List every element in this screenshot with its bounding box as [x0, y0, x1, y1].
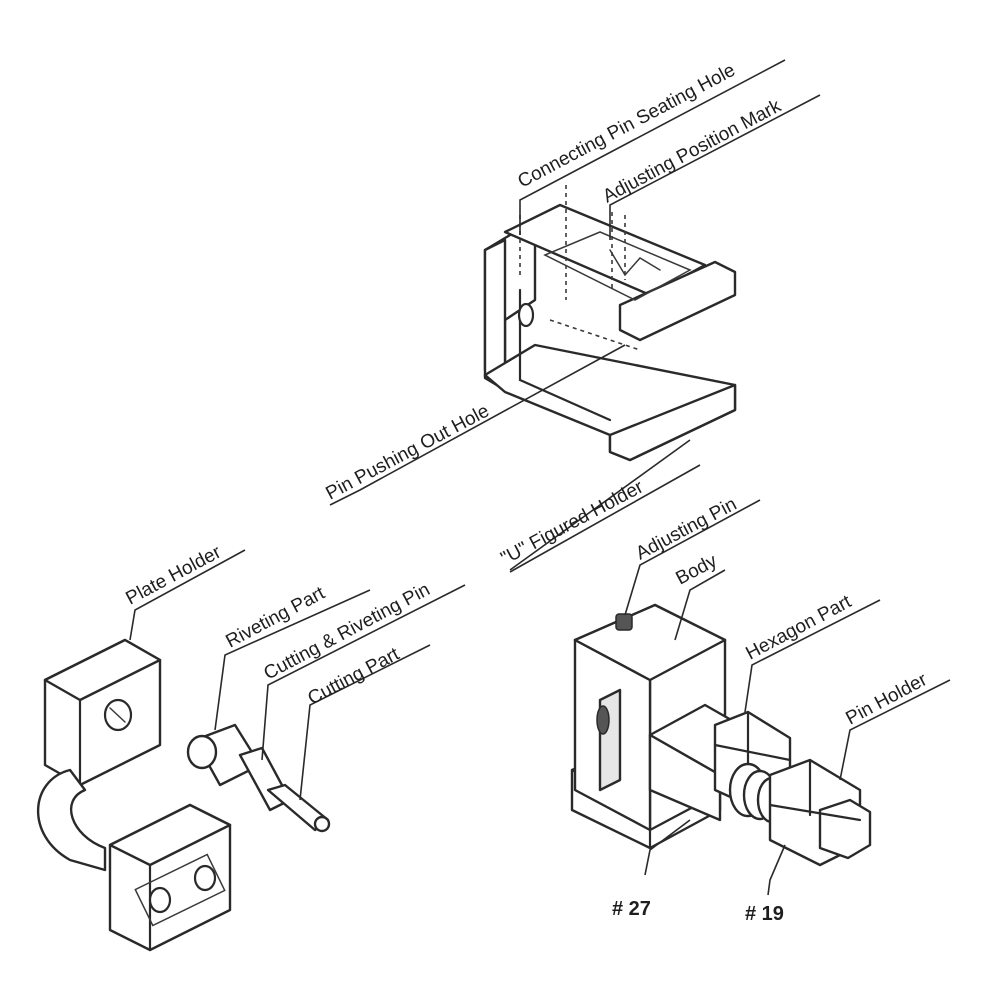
- cutting-riveting-pin-part: [186, 723, 331, 833]
- label-plate-holder: Plate Holder: [122, 541, 225, 609]
- label-size-19: # 19: [745, 903, 784, 925]
- label-hexagon-part: Hexagon Part: [742, 591, 855, 664]
- plate-holder-part: [36, 638, 232, 952]
- label-pin-pushing-out-hole: Pin Pushing Out Hole: [322, 401, 492, 505]
- label-connecting-pin-seating-hole: Connecting Pin Seating Hole: [514, 60, 738, 193]
- label-pin-holder: Pin Holder: [842, 669, 931, 730]
- label-u-figured-holder: "U" Figured Holder: [497, 476, 647, 569]
- leader-lines: [129, 59, 951, 896]
- u-figured-holder-part: [483, 185, 737, 462]
- label-body: Body: [672, 550, 721, 589]
- label-size-27: # 27: [612, 898, 651, 920]
- label-adjusting-pin: Adjusting Pin: [632, 494, 740, 565]
- body-assembly-part: [570, 603, 872, 867]
- label-adjusting-position-mark: Adjusting Position Mark: [599, 95, 785, 207]
